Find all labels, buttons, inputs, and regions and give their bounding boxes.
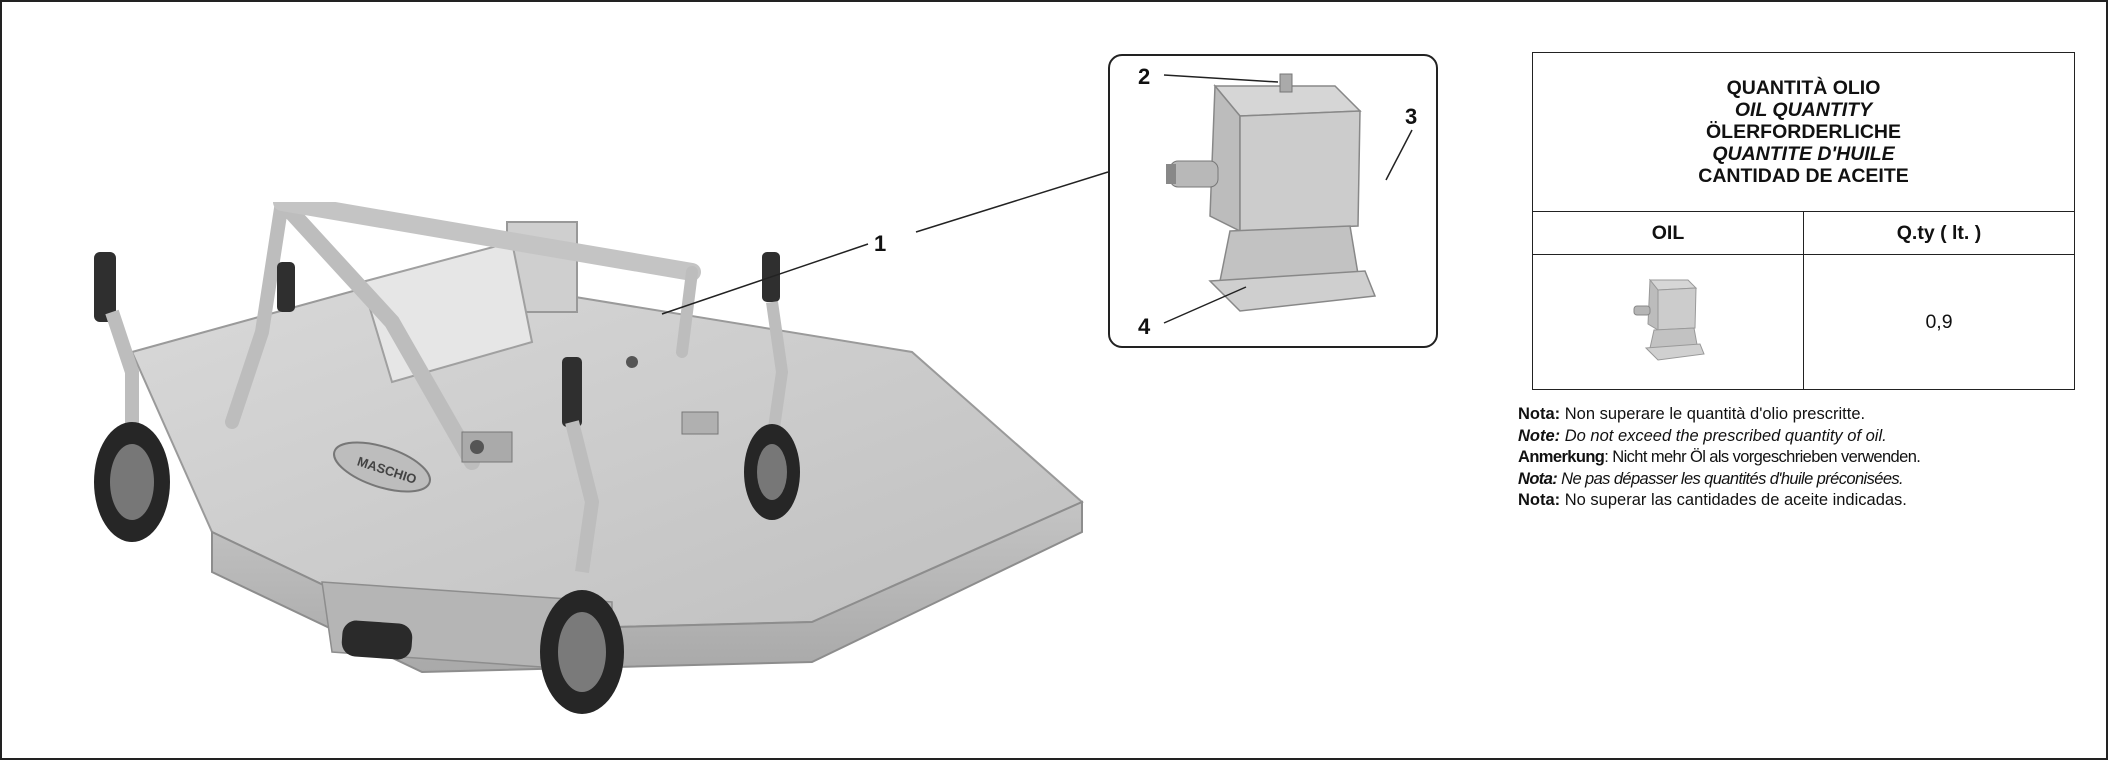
note-es-label: Nota:	[1518, 491, 1561, 509]
callout-number-1: 1	[874, 231, 887, 256]
note-it: Nota: Non superare le quantità d'olio pr…	[1518, 404, 2098, 426]
title-fr: QUANTITE D'HUILE	[1712, 143, 1895, 165]
note-it-text: Non superare le quantità d'olio prescrit…	[1560, 405, 1866, 423]
note-en-label: Note:	[1518, 426, 1561, 445]
table-title: QUANTITÀ OLIO OIL QUANTITY ÖLERFORDERLIC…	[1532, 52, 2075, 212]
gearbox-thumbnail-icon	[1633, 278, 1705, 361]
gearbox-illustration	[1166, 73, 1377, 312]
note-en: Note: Do not exceed the prescribed quant…	[1518, 426, 2098, 448]
gearbox-thumbnail-cell	[1532, 254, 1804, 390]
mower-illustration: MASCHIO	[94, 202, 1084, 714]
note-es-text: No superar las cantidades de aceite indi…	[1560, 491, 1907, 509]
note-es: Nota: No superar las cantidades de aceit…	[1518, 490, 2098, 512]
note-de: Anmerkung: Nicht mehr Öl als vorgeschrie…	[1518, 447, 2098, 469]
note-de-label: Anmerkung	[1518, 448, 1605, 466]
title-es: CANTIDAD DE ACEITE	[1698, 165, 1909, 187]
notes-block: Nota: Non superare le quantità d'olio pr…	[1518, 404, 2098, 512]
note-it-label: Nota:	[1518, 405, 1561, 423]
title-it: QUANTITÀ OLIO	[1726, 77, 1881, 99]
callout-number-2: 2	[1138, 64, 1151, 89]
callout-number-4: 4	[1138, 314, 1151, 339]
note-fr-text: Ne pas dépasser les quantités d'huile pr…	[1557, 469, 1904, 488]
qty-value: 0,9	[1803, 254, 2075, 390]
col-header-qty: Q.ty ( lt. )	[1803, 211, 2075, 255]
note-fr: Nota: Ne pas dépasser les quantités d'hu…	[1518, 469, 2098, 491]
oil-quantity-table: QUANTITÀ OLIO OIL QUANTITY ÖLERFORDERLIC…	[1532, 52, 2075, 390]
callout-number-3: 3	[1405, 104, 1418, 129]
title-de: ÖLERFORDERLICHE	[1706, 121, 1901, 143]
note-en-text: Do not exceed the prescribed quantity of…	[1560, 426, 1887, 445]
gearbox-detail-box	[1108, 54, 1438, 348]
note-de-text: : Nicht mehr Öl als vorgeschrieben verwe…	[1604, 448, 1921, 466]
col-header-oil: OIL	[1532, 211, 1804, 255]
note-fr-label: Nota:	[1518, 469, 1558, 488]
title-en: OIL QUANTITY	[1734, 99, 1873, 121]
